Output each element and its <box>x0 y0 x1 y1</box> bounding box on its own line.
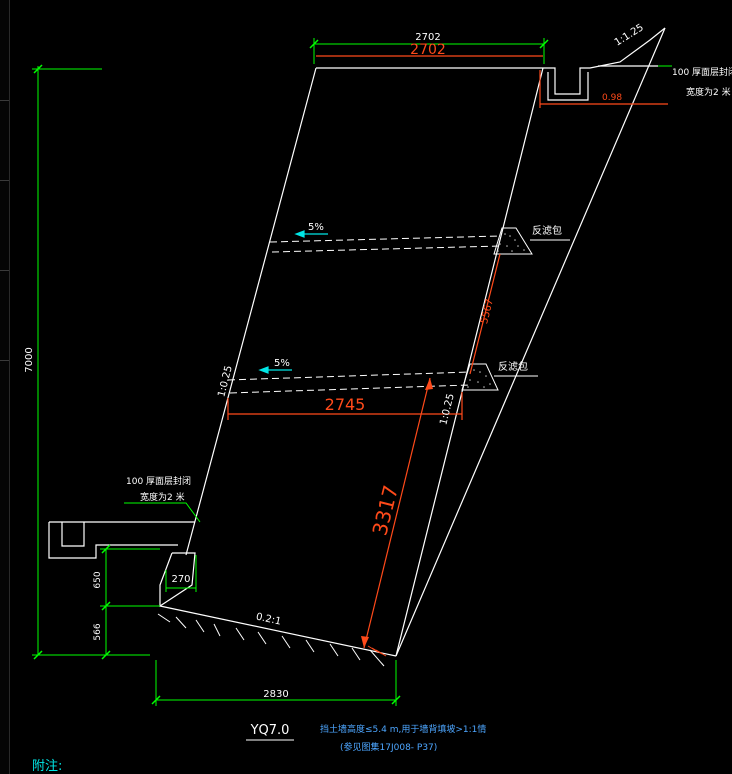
grade-upper: 5% <box>308 222 324 233</box>
note-left-line1: 100 厚面层封闭 <box>126 475 191 487</box>
dim-slope-mid: 1:0.25 <box>438 393 456 427</box>
dimension-lines-orange <box>227 55 668 649</box>
dimension-lines-green <box>32 38 672 706</box>
grade-lower: 5% <box>274 358 290 369</box>
dim-mid-width: 2745 <box>325 395 366 414</box>
note-right-line1: 100 厚面层封闭 <box>672 66 732 78</box>
dim-height-total: 7000 <box>24 347 35 372</box>
caption-line2: (参见图集17J008- P37) <box>340 741 437 753</box>
dim-566: 566 <box>93 623 103 640</box>
dimension-ticks-green <box>33 39 549 705</box>
grade-arrow-upper <box>294 230 328 238</box>
dim-base-slope: 0.2:1 <box>255 612 282 628</box>
base-hatching <box>157 613 385 667</box>
dim-slope-top: 1:1.25 <box>613 22 646 48</box>
dimension-arrows-orange <box>361 378 433 648</box>
drawing-title: YQ7.0 <box>250 723 290 738</box>
wall-outline <box>159 27 666 657</box>
dim-top-orange: 2702 <box>410 42 446 58</box>
dim-top-white: 2702 <box>415 32 440 43</box>
filter-bag-upper <box>493 227 533 255</box>
caption-line1: 挡土墙高度≤5.4 m,用于墙背填坡>1:1情 <box>320 723 486 735</box>
dim-bottom: 2830 <box>263 689 288 700</box>
notes-heading: 附注: <box>32 759 62 774</box>
note-left-line2: 宽度为2 米 <box>140 491 185 503</box>
dim-5567: 5567 <box>479 298 496 325</box>
dim-270: 270 <box>171 574 190 585</box>
filter-label-lower: 反滤包 <box>498 360 528 373</box>
grade-arrow-lower <box>258 366 292 374</box>
filter-label-upper: 反滤包 <box>532 224 562 237</box>
note-right-line2: 宽度为2 米 <box>686 86 731 98</box>
diag-hatch <box>367 645 387 657</box>
dim-650: 650 <box>93 571 103 588</box>
top-drain-channel <box>543 27 666 101</box>
left-ruler <box>0 0 10 774</box>
filter-bag-lower <box>461 363 499 391</box>
left-ditch <box>48 521 196 608</box>
filter-leaders <box>494 239 570 377</box>
dim-right-0-98: 0.98 <box>602 93 622 103</box>
